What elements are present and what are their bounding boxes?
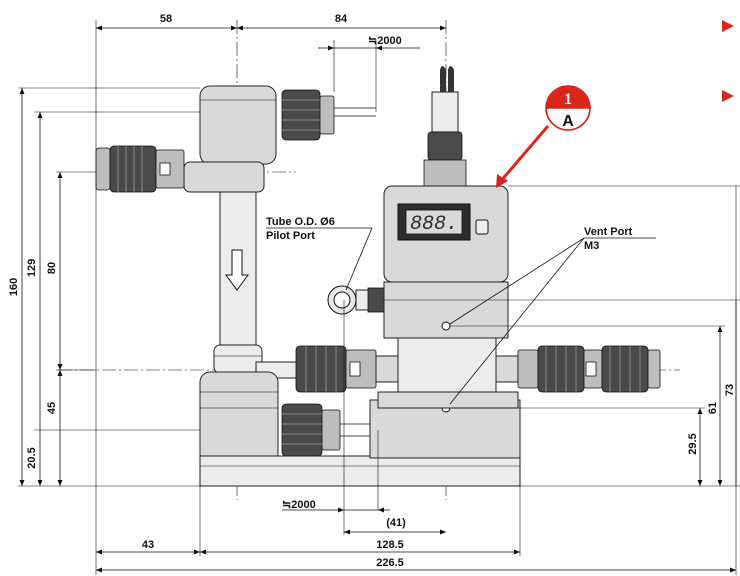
- dim-58: 58: [160, 13, 172, 25]
- display-button: [475, 219, 489, 235]
- dim-61: 61: [707, 402, 719, 414]
- upper-block: [199, 85, 277, 165]
- callout-letter: A: [562, 113, 574, 130]
- dim-45: 45: [46, 402, 58, 414]
- display-digits: 888.: [410, 213, 458, 236]
- dim-29-5: 29.5: [687, 433, 699, 454]
- label-vent-thread: M3: [584, 240, 599, 252]
- right-upper-fitting: [281, 89, 321, 141]
- cable-gland: [431, 91, 459, 133]
- dim-73: 73: [724, 384, 736, 396]
- dim-226-5: 226.5: [376, 557, 404, 569]
- callout-arrow: [498, 125, 550, 183]
- lower-collar: [213, 344, 263, 374]
- manifold-block: [397, 337, 497, 401]
- bullet-marker-top: [722, 20, 734, 32]
- callout-number: 1: [564, 91, 572, 108]
- vent-port-upper: [441, 321, 451, 331]
- callout-badge: 1 A: [545, 85, 591, 131]
- mid-left-fitting: [295, 345, 347, 393]
- dim-84: 84: [335, 13, 348, 25]
- dim-129: 129: [26, 259, 38, 277]
- left-upper-fitting-body: [109, 145, 157, 193]
- lower-right-fitting: [281, 403, 323, 457]
- dim-128-5: 128.5: [376, 539, 404, 551]
- label-vent-port: Vent Port: [584, 226, 633, 238]
- callout-arrowhead: [496, 174, 508, 188]
- upper-tee: [183, 161, 265, 193]
- far-right-fitting: [601, 345, 649, 393]
- dim-160: 160: [8, 278, 20, 296]
- mid-right-fitting-hex: [517, 349, 539, 389]
- lower-block: [199, 371, 279, 465]
- dim-cable-top: ≒2000: [368, 35, 402, 47]
- label-tube-od: Tube O.D. Ø6: [266, 216, 335, 228]
- flow-arrow-icon: [225, 249, 249, 291]
- dim-cable-bottom: ≒2000: [282, 499, 316, 511]
- dim-20-5: 20.5: [26, 447, 38, 468]
- extension-lines: [18, 20, 740, 575]
- base-plate: [199, 455, 521, 487]
- dim-43: 43: [142, 539, 154, 551]
- bullet-marker-second: [722, 90, 734, 102]
- label-pilot-port: Pilot Port: [266, 230, 315, 242]
- left-upper-fitting-nut: [95, 147, 111, 191]
- dim-80: 80: [46, 262, 58, 274]
- dim-41: (41): [386, 517, 406, 529]
